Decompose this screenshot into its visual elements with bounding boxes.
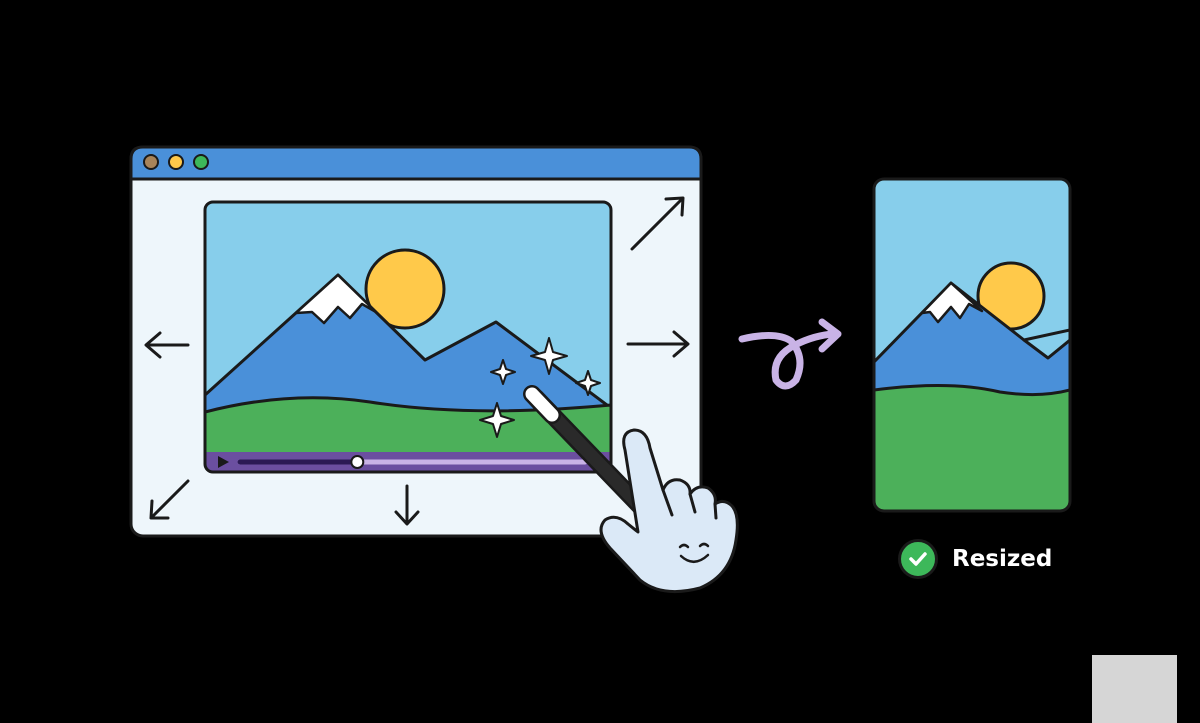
- window-dot-1: [143, 154, 159, 170]
- sparkle-icon: [530, 337, 568, 375]
- play-icon[interactable]: [218, 456, 229, 468]
- snow-cap: [294, 273, 378, 325]
- arrow-right-icon: [626, 330, 690, 358]
- sparkle-icon: [575, 370, 601, 396]
- window-dot-3: [193, 154, 209, 170]
- arrow-left-icon: [144, 331, 190, 359]
- check-circle-icon: [898, 539, 938, 579]
- resized-status: Resized: [898, 539, 1052, 579]
- corner-placeholder: [1092, 655, 1177, 723]
- arrow-up-right-icon: [630, 196, 685, 251]
- arrow-down-icon: [394, 484, 420, 526]
- sun: [364, 248, 446, 330]
- window-dot-2: [168, 154, 184, 170]
- video-frame: [203, 200, 613, 474]
- pointing-hand-icon: [599, 428, 739, 594]
- arrow-down-left-icon: [149, 479, 190, 520]
- snow-cap: [920, 281, 984, 324]
- transform-arrow-icon: [738, 318, 842, 390]
- sparkle-icon: [479, 402, 515, 438]
- sparkle-icon: [490, 359, 516, 385]
- magic-wand-icon: [523, 385, 650, 516]
- progress-thumb[interactable]: [350, 455, 365, 469]
- resized-preview: [872, 177, 1072, 513]
- window-titlebar: [129, 145, 703, 181]
- grass: [874, 383, 1070, 511]
- status-label: Resized: [952, 546, 1053, 572]
